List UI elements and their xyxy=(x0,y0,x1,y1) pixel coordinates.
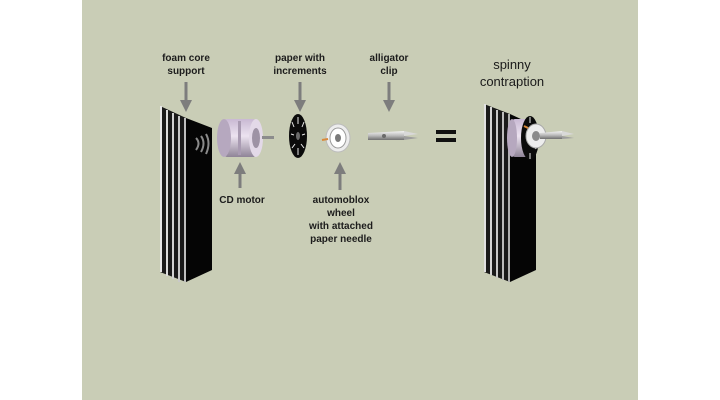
alligator-clip xyxy=(368,131,418,140)
arrow-foam-core xyxy=(180,82,192,112)
spinny-contraption-label: spinny contraption xyxy=(479,57,545,89)
paper-increments-label: paper with increments xyxy=(273,53,327,77)
foam-core-label: foam core support xyxy=(162,53,210,77)
automoblox-wheel-label: automoblox wheel with attached paper nee… xyxy=(309,195,373,245)
foam-core-support xyxy=(160,106,212,282)
arrow-paper-increments xyxy=(294,82,306,112)
automoblox-wheel xyxy=(321,123,351,153)
equals-sign xyxy=(436,130,456,142)
arrow-alligator-clip xyxy=(383,82,395,112)
arrow-cd-motor xyxy=(234,162,246,188)
cd-motor-label: CD motor xyxy=(219,195,265,206)
arrow-wheel xyxy=(334,162,346,190)
alligator-clip-label: alligator clip xyxy=(369,53,409,77)
cd-motor xyxy=(217,119,274,157)
spinny-contraption xyxy=(484,104,574,282)
paper-increment-disc xyxy=(289,114,307,158)
